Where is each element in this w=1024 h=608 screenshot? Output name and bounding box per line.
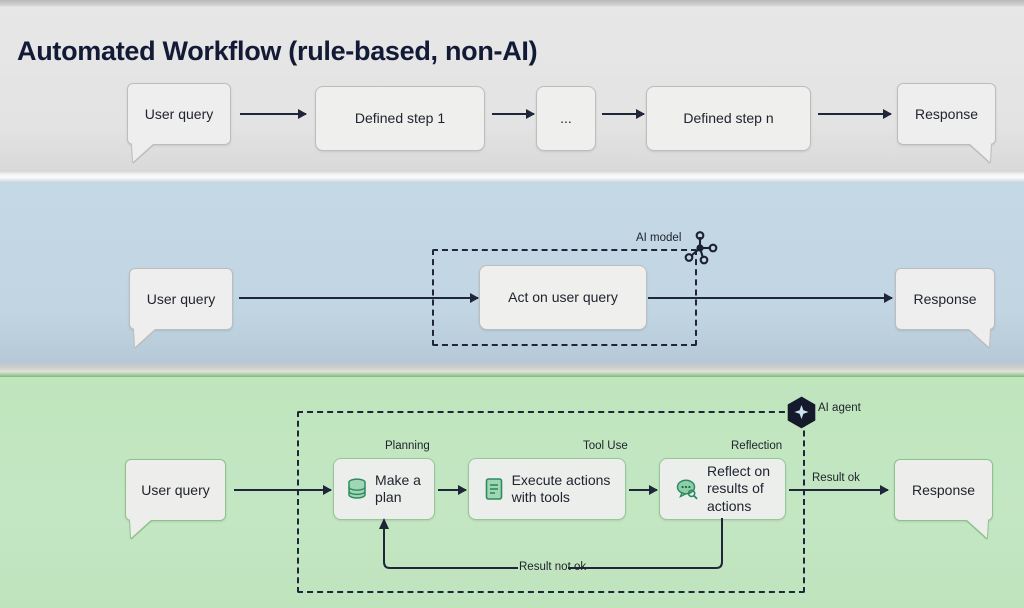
- ai-model-node-icon: [681, 229, 719, 267]
- caption-tool-use: Tool Use: [583, 440, 628, 452]
- arrow-userquery-to-act: [239, 297, 478, 299]
- node-defined-step-n: Defined step n: [646, 86, 811, 151]
- node-response-agentic: Response: [894, 459, 993, 521]
- arrow-reflect-to-response: [789, 489, 888, 491]
- node-label-line1: Make a: [375, 471, 421, 488]
- node-label: Act on user query: [508, 288, 618, 305]
- panel-automated-title: Automated Workflow (rule-based, non-AI): [17, 36, 538, 66]
- node-label-line2: results of: [706, 480, 764, 497]
- node-label: User query: [144, 106, 214, 122]
- top-edge-strip: [0, 0, 1024, 8]
- panel-divider-1: [0, 170, 1024, 182]
- ai-agent-label: AI agent: [818, 402, 861, 414]
- speech-tail-icon: [132, 144, 153, 162]
- node-label: User query: [146, 291, 216, 307]
- database-icon: [347, 478, 367, 500]
- ai-agent-boundary: [297, 411, 805, 593]
- edge-label-result-ok: Result ok: [812, 472, 860, 484]
- chat-search-icon: [675, 477, 699, 501]
- panel-divider-2: [0, 362, 1024, 377]
- node-label: Execute actions with tools: [512, 472, 611, 506]
- node-act-on-user-query: Act on user query: [479, 265, 647, 330]
- node-label: ...: [560, 109, 572, 126]
- node-label: Make a plan: [375, 472, 421, 506]
- ai-model-label: AI model: [636, 232, 682, 244]
- speech-tail-icon: [969, 329, 990, 347]
- arrow-userquery-to-plan: [234, 489, 331, 491]
- ai-agent-hexagon-icon: [786, 396, 817, 429]
- edge-label-result-not-ok: Result not ok: [519, 561, 587, 573]
- arrow-step1-to-ellipsis: [492, 113, 534, 115]
- node-user-query-automated: User query: [127, 83, 231, 145]
- node-label: Reflect on results of actions: [707, 463, 770, 514]
- panel-automated-workflow: Automated Workflow (rule-based, non-AI) …: [0, 8, 1024, 176]
- speech-tail-icon: [130, 520, 151, 538]
- node-response-ai: Response: [895, 268, 995, 330]
- node-label: Defined step n: [683, 109, 774, 126]
- arrow-ellipsis-to-stepn: [602, 113, 644, 115]
- speech-tail-icon: [967, 520, 988, 538]
- node-make-a-plan: Make a plan: [333, 458, 435, 520]
- feedback-loop-result-not-ok: [370, 518, 730, 576]
- speech-tail-icon: [970, 144, 991, 162]
- node-label: Response: [914, 106, 979, 122]
- node-label-line2: plan: [375, 489, 402, 505]
- node-defined-step-ellipsis: ...: [536, 86, 596, 151]
- node-label-line3: actions: [706, 497, 752, 514]
- node-label-line1: Execute actions: [511, 471, 611, 488]
- node-label: Response: [913, 291, 977, 307]
- node-execute-actions-with-tools: Execute actions with tools: [468, 458, 626, 520]
- speech-tail-icon: [134, 329, 155, 347]
- node-defined-step-1: Defined step 1: [315, 86, 485, 151]
- node-label: Defined step 1: [354, 109, 446, 126]
- node-user-query-agentic: User query: [125, 459, 226, 521]
- arrow-tools-to-reflect: [629, 489, 657, 491]
- arrow-plan-to-tools: [438, 489, 466, 491]
- node-label-line1: Reflect on: [706, 463, 771, 480]
- arrow-stepn-to-response: [818, 113, 891, 115]
- document-list-icon: [484, 477, 504, 501]
- arrow-act-to-response: [648, 297, 892, 299]
- node-label: User query: [141, 482, 210, 498]
- node-reflect-on-results: Reflect on results of actions: [659, 458, 786, 520]
- caption-planning: Planning: [385, 440, 430, 452]
- node-user-query-ai: User query: [129, 268, 233, 330]
- caption-reflection: Reflection: [731, 440, 783, 452]
- arrow-userquery-to-step1: [240, 113, 306, 115]
- node-label: Response: [911, 482, 976, 498]
- node-response-automated: Response: [897, 83, 996, 145]
- node-label-line2: with tools: [511, 489, 570, 505]
